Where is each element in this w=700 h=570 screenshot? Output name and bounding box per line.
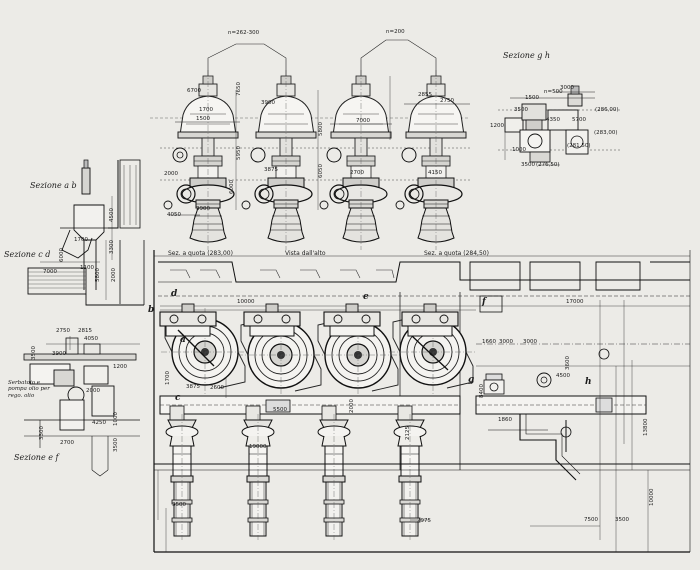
dim-3300-ef: 3300 <box>39 426 45 440</box>
dim-2750: 2750 <box>440 98 454 104</box>
dim-7650: 7650 <box>236 82 242 96</box>
section-ef-drawing <box>23 336 140 477</box>
dim-2975: 2975 <box>417 518 431 524</box>
dim-6000-ab: 6000 <box>59 248 65 262</box>
dim-6050-v: 6050 <box>318 164 324 178</box>
dim-2000-cd: 2000 <box>111 268 117 282</box>
dim-6000-v: 6000 <box>229 180 235 194</box>
cut-letter-a: a <box>180 335 186 345</box>
dim-1200-gh: 1200 <box>490 123 504 129</box>
oil-tank-note: Serbatoio e pompa olio per rego. olio <box>8 380 50 399</box>
dim-1860: 1860 <box>498 417 512 423</box>
dim-3875: 3875 <box>264 167 278 173</box>
section-cd-drawing <box>27 240 145 306</box>
dim-6700: 6700 <box>187 88 201 94</box>
dim-4350-gh: 4350 <box>546 117 560 123</box>
section-ab-label: Sezione a b <box>30 181 77 190</box>
dim-1700-ab: 1700 <box>74 237 88 243</box>
section-gh-drawing <box>498 85 620 166</box>
dim-2855: 2855 <box>418 92 432 98</box>
dim-3500b-ef: 3500 <box>113 438 119 452</box>
plan-header-left: Sez. a quota (283,00) <box>168 250 233 257</box>
dim-2700-ef: 2700 <box>60 440 74 446</box>
speed-label-1: n=262-300 <box>228 30 260 36</box>
dim-3900-top: 3900 <box>261 100 275 106</box>
cut-letter-b: b <box>148 305 155 315</box>
dim-3500-plan-b: 3500 <box>615 517 629 523</box>
dim-4050-ef: 4050 <box>84 336 98 342</box>
plan-header-center: Vista dall'alto <box>285 250 326 257</box>
dim-10000-b: 10000 <box>649 488 655 507</box>
dim-5950: 5950 <box>236 146 242 160</box>
cut-letter-e: e <box>363 292 369 302</box>
dim-3500-plan-a: 3500 <box>172 502 186 508</box>
dim-2600: 2600 <box>210 385 224 391</box>
dim-3500-ef: 3500 <box>31 346 37 360</box>
dim-3875-plan: 3875 <box>186 384 200 390</box>
cut-letter-f: f <box>482 297 486 307</box>
dim-2000-ef: 2000 <box>86 388 100 394</box>
speed-label-2: n=200 <box>386 29 405 35</box>
section-cd-label: Sezione c d <box>4 250 51 259</box>
dim-7500: 7500 <box>584 517 598 523</box>
dim-17000: 17000 <box>566 299 584 305</box>
dim-1500-gh: 1500 <box>525 95 539 101</box>
dim-3300-ab: 3300 <box>109 240 115 254</box>
cut-letter-d: d <box>171 289 178 299</box>
main-plan-view <box>153 250 691 553</box>
dim-4150: 4150 <box>428 170 442 176</box>
dim-3600: 3600 <box>565 356 571 370</box>
dim-5800-v: 5800 <box>318 122 324 136</box>
dim-4250-ef: 4250 <box>92 420 106 426</box>
level-283: (283,00) <box>594 130 618 136</box>
dim-3900-ef: 3900 <box>52 351 66 357</box>
dim-13800: 13800 <box>643 418 649 437</box>
cut-letter-h: h <box>585 377 592 387</box>
dim-5800-cd: 5800 <box>95 268 101 282</box>
dim-5500: 5500 <box>273 407 287 413</box>
dim-1660: 1660 <box>482 339 496 345</box>
dim-4050: 4050 <box>167 212 181 218</box>
dim-1000-ef: 1000 <box>113 412 119 426</box>
dim-19000: 19000 <box>249 444 267 450</box>
dim-8400: 8400 <box>479 384 485 398</box>
dim-2750-ef: 2750 <box>56 328 70 334</box>
dim-4500-ab: 4500 <box>109 208 115 222</box>
dim-1700: 1700 <box>199 107 213 113</box>
speed-label-3: n=500 <box>544 89 563 95</box>
dim-3000-b: 3000 <box>523 339 537 345</box>
section-ef-label: Sezione e f <box>14 453 59 462</box>
dim-7000: 7000 <box>356 118 370 124</box>
dim-1000-gh: 1000 <box>512 147 526 153</box>
cut-letter-g: g <box>468 375 475 385</box>
dim-1100-cd: 1100 <box>80 265 94 271</box>
dim-2700: 2700 <box>350 170 364 176</box>
dim-4500-plan: 4500 <box>556 373 570 379</box>
plan-header-right: Sez. a quota (284,50) <box>424 250 489 257</box>
level-286: (286,00) <box>595 107 619 113</box>
dim-7000-cd: 7000 <box>43 269 57 275</box>
generator-elevation <box>150 39 470 251</box>
section-gh-label: Sezione g h <box>503 51 551 60</box>
dim-3900-bottom: 3900 <box>196 206 210 212</box>
level-276-50: (276,50) <box>536 162 560 168</box>
dim-3500-gh-bottom: 3500 <box>521 162 535 168</box>
dim-2125: 2125 <box>405 426 411 440</box>
dim-2815-ef: 2815 <box>78 328 92 334</box>
dim-1700-plan: 1700 <box>165 371 171 385</box>
dim-3000-a: 3000 <box>499 339 513 345</box>
dim-1500: 1500 <box>196 116 210 122</box>
cut-letter-c: c <box>175 393 181 403</box>
dim-1200-ef: 1200 <box>113 364 127 370</box>
dim-10000: 10000 <box>237 299 255 305</box>
dim-2000: 2000 <box>164 171 178 177</box>
level-281-50: (281,50) <box>567 143 591 149</box>
dim-5700-gh: 5700 <box>572 117 586 123</box>
section-ab-drawing <box>60 159 141 290</box>
dim-2000-plan: 2000 <box>349 399 355 413</box>
dim-3000-gh: 3000 <box>560 85 574 91</box>
dim-3500-gh: 3500 <box>514 107 528 113</box>
